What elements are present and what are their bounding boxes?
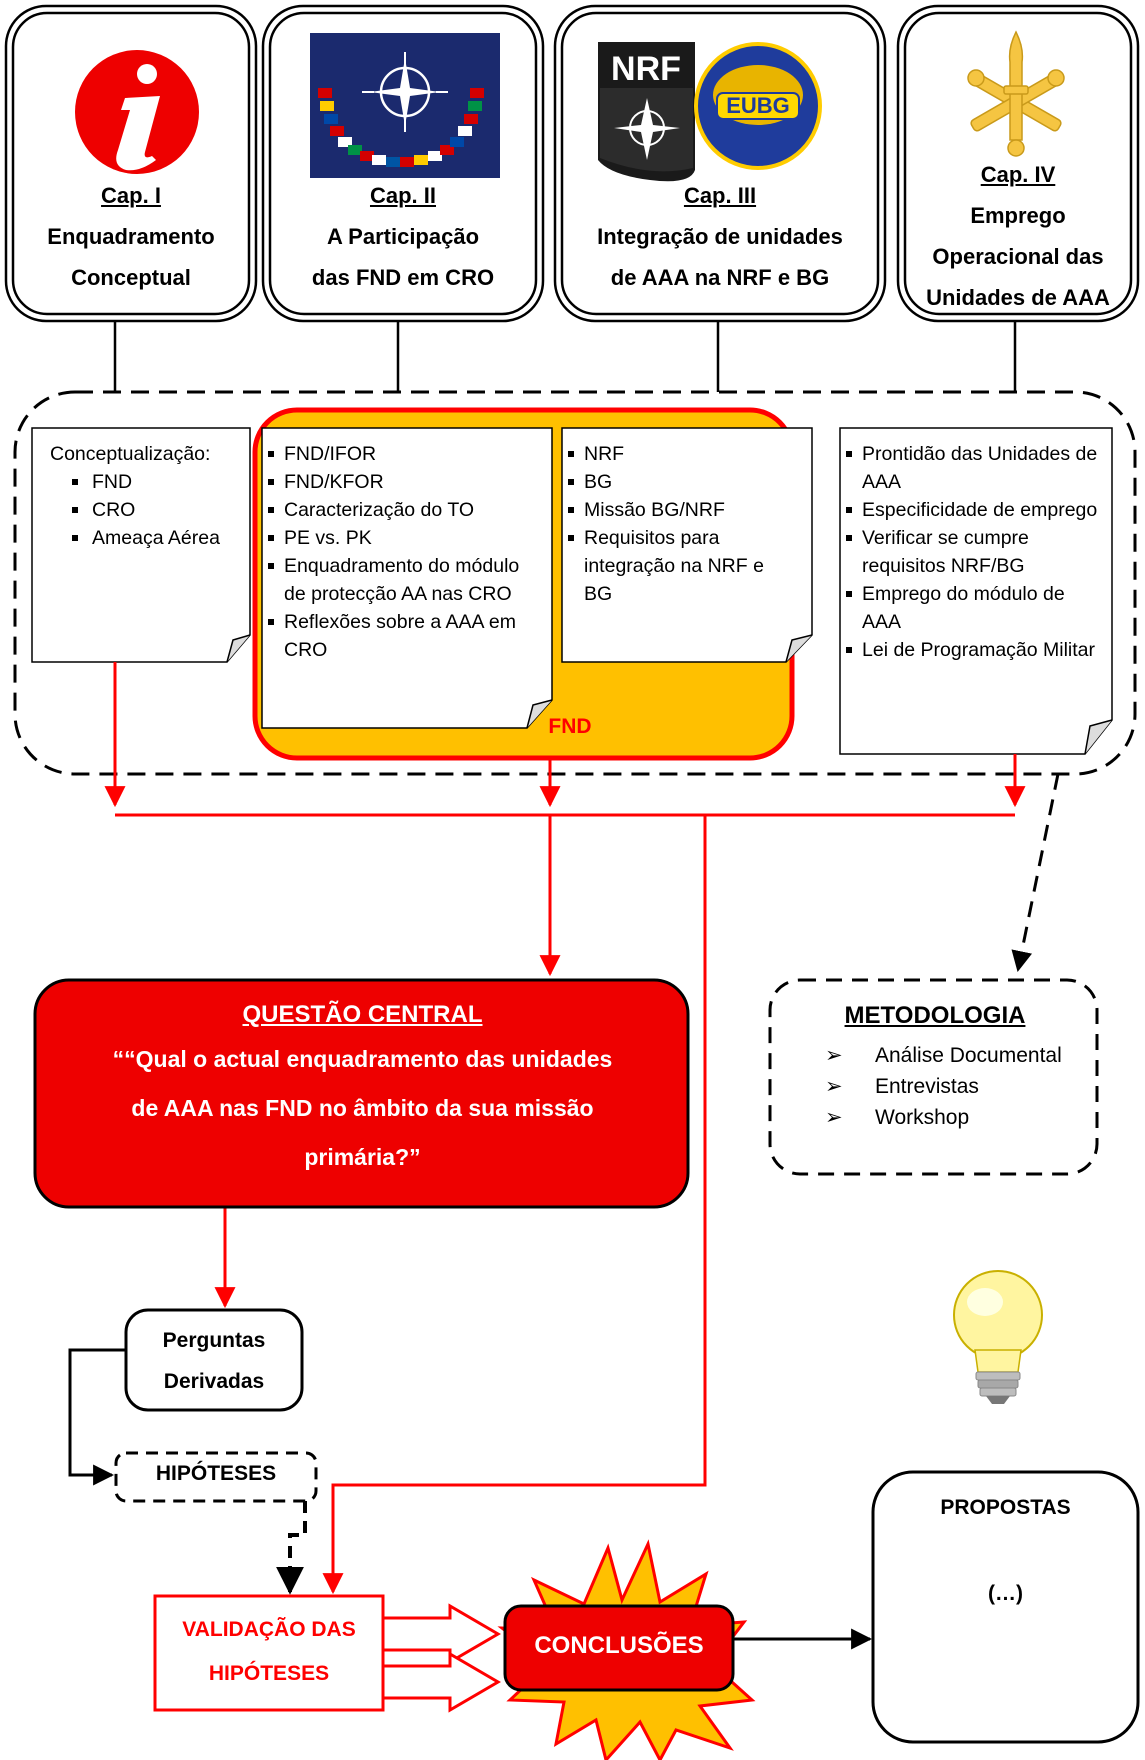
chapter-3-line-1: Integração de unidades [597, 224, 843, 249]
metodologia-item-label: Entrevistas [875, 1075, 979, 1098]
lightbulb-icon [953, 1270, 1043, 1404]
note-2-item: FND/IFOR [266, 440, 536, 468]
chapter-2-text: Cap. II A Participação das FND em CRO [273, 175, 533, 298]
note-3: NRF BG Missão BG/NRF Requisitos para int… [566, 440, 796, 608]
chapter-2-line-2: das FND em CRO [311, 265, 495, 290]
note-4-item: Emprego do módulo de AAA [844, 580, 1104, 636]
note-1-title: Conceptualização: [50, 443, 211, 465]
chapter-1-heading: Cap. I [101, 183, 161, 208]
questao-central-text: QUESTÃO CENTRAL ““Qual o actual enquadra… [40, 995, 685, 1182]
metodologia-item-label: Workshop [875, 1106, 970, 1129]
note-2-item: FND/KFOR [266, 468, 536, 496]
conclusoes-box [503, 1604, 735, 1692]
propostas-box [871, 1470, 1140, 1744]
note-4-item: Verificar se cumpre requisitos NRF/BG [844, 524, 1104, 580]
metodologia-item-label: Análise Documental [875, 1044, 1062, 1067]
chapter-3-line-2: de AAA na NRF e BG [610, 265, 830, 290]
arrow-bullet-icon: ➢ [825, 1075, 843, 1098]
propostas-title: PROPOSTAS [940, 1496, 1071, 1519]
note-2-item: Enquadramento do módulo de protecção AA … [266, 552, 536, 608]
note-1-item: FND [50, 468, 245, 496]
note-shape-3 [561, 427, 813, 663]
note-4-item: Prontidão das Unidades de AAA [844, 440, 1104, 496]
perguntas-to-hipoteses-arrow [68, 1348, 126, 1486]
note-4: Prontidão das Unidades de AAA Especifici… [844, 440, 1104, 714]
note-1: Conceptualização: FND CRO Ameaça Aérea [50, 440, 245, 552]
arrow-bullet-icon: ➢ [825, 1044, 843, 1067]
chapter-4-line-2: Operacional das [932, 244, 1104, 269]
nrf-eubg-logos-icon: NRF EUBG [598, 42, 822, 182]
metodologia-title: METODOLOGIA [844, 1002, 1026, 1029]
note-3-item: Missão BG/NRF [566, 496, 796, 524]
nato-flags-icon [310, 33, 500, 178]
red-flow-lines [104, 662, 1026, 1595]
artillery-insignia-icon [967, 30, 1065, 157]
validacao-arrow-1 [381, 1603, 501, 1665]
chapter-4-heading: Cap. IV [980, 162, 1056, 187]
note-shape-1 [31, 427, 251, 663]
note-2-item: Reflexões sobre a AAA em CRO [266, 608, 536, 664]
chapter-1-line-1: Enquadramento [47, 224, 215, 249]
perguntas-line-1: Perguntas [162, 1329, 266, 1352]
chapter-2-heading: Cap. II [369, 183, 436, 208]
note-3-item: BG [566, 468, 796, 496]
validacao-box [153, 1594, 385, 1712]
note-1-item: Ameaça Aérea [50, 524, 245, 552]
metodologia-item: ➢ Entrevistas [825, 1071, 1085, 1102]
eubg-logo-text: EUBG [726, 93, 790, 118]
note-2-item: PE vs. PK [266, 524, 536, 552]
metodologia-item: ➢ Análise Documental [825, 1040, 1085, 1071]
content-region [13, 390, 1137, 776]
validacao-arrow-2 [381, 1651, 501, 1713]
note-2-item: Caracterização do TO [266, 496, 536, 524]
metodologia-item: ➢ Workshop [825, 1102, 1085, 1133]
note-4-item: Lei de Programação Militar [844, 636, 1104, 664]
hipoteses-box [114, 1451, 318, 1503]
questao-central-box [33, 978, 690, 1209]
validacao-line-1: VALIDAÇÃO DAS [182, 1618, 356, 1641]
questao-line-3: primária?” [304, 1144, 421, 1170]
conclusoes-label: CONCLUSÕES [534, 1632, 704, 1659]
note-4-item: Especificidade de emprego [844, 496, 1104, 524]
questao-central-title: QUESTÃO CENTRAL [242, 1001, 483, 1028]
chapter-4-text: Cap. IV Emprego Operacional das Unidades… [904, 154, 1132, 318]
note-2: FND/IFOR FND/KFOR Caracterização do TO P… [266, 440, 536, 664]
propostas-body: (…) [988, 1582, 1023, 1605]
nrf-logo-text: NRF [611, 50, 681, 88]
chapter-3-heading: Cap. III [683, 183, 757, 208]
hipoteses-to-validacao-arrow [276, 1501, 307, 1595]
chapter-1-text: Cap. I Enquadramento Conceptual [16, 175, 246, 298]
note-shape-2 [261, 427, 553, 729]
hipoteses-label: HIPÓTESES [155, 1462, 277, 1485]
chapter-1-line-2: Conceptual [71, 265, 191, 290]
chapter-3-text: Cap. III Integração de unidades de AAA n… [565, 175, 875, 298]
chapter-4-line-1: Emprego [970, 203, 1066, 228]
perguntas-box [124, 1308, 304, 1412]
metodologia-arrow [1011, 773, 1060, 973]
note-shape-4 [839, 427, 1113, 755]
perguntas-line-2: Derivadas [163, 1370, 265, 1393]
questao-line-1: ““Qual o actual enquadramento das unidad… [112, 1046, 613, 1072]
note-3-item: NRF [566, 440, 796, 468]
perguntas-text: Perguntas Derivadas [126, 1320, 302, 1402]
validacao-line-2: HIPÓTESES [208, 1662, 330, 1685]
chapter-box-4 [896, 4, 1140, 323]
questao-line-2: de AAA nas FND no âmbito da sua missão [131, 1095, 594, 1121]
arrow-bullet-icon: ➢ [825, 1106, 843, 1129]
chapter-4-line-3: Unidades de AAA [926, 285, 1110, 310]
metodologia-box [768, 978, 1099, 1176]
validacao-text: VALIDAÇÃO DAS HIPÓTESES [155, 1608, 383, 1696]
metodologia-text: METODOLOGIA ➢ Análise Documental ➢ Entrevi… [785, 996, 1085, 1149]
fnd-label: FND [548, 715, 592, 738]
chapter-2-line-1: A Participação [326, 224, 480, 249]
info-icon [75, 50, 199, 174]
note-1-item: CRO [50, 496, 245, 524]
note-3-item: Requisitos para integração na NRF e BG [566, 524, 796, 608]
